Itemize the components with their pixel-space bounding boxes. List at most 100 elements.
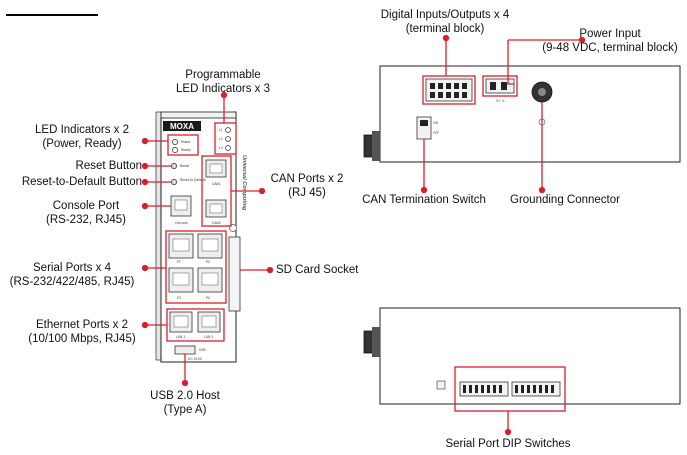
moxa-logo [163,121,201,131]
top-leader-lines [420,34,586,194]
serial-port-p1[interactable] [168,233,194,259]
reset-button[interactable] [171,163,177,169]
label-reset-default: Reset-to-Default Button [2,175,142,189]
front-left-rail [155,111,162,361]
label-power-input-line1: Power Input [579,28,641,40]
label-led-indicators: LED Indicators x 2 (Power, Ready) [22,123,142,151]
serial-port-p4[interactable] [197,267,223,293]
din-clip-bottom-bar [372,327,380,357]
label-can-termination-line1: CAN Termination Switch [362,194,486,206]
front-leader-lines [141,91,274,387]
label-console-port-line2: (RS-232, RJ45) [46,214,126,226]
label-programmable-leds-line1: Programmable [185,69,261,81]
bottom-view [363,307,681,412]
label-digital-io: Digital Inputs/Outputs x 4 (terminal blo… [370,8,520,36]
programmable-led-1 [225,127,231,133]
label-digital-io-line2: (terminal block) [405,23,485,35]
p4-label: P4 [206,296,210,300]
usb-label: USB [199,348,206,352]
label-programmable-leds-line2: LED Indicators x 3 [176,83,270,95]
reset-default-label: Reset to Default [180,178,207,182]
ethernet-port-lan2[interactable] [197,311,221,333]
label-dip-switches-line1: Serial Port DIP Switches [445,438,571,450]
can-port-1[interactable] [205,159,227,178]
can1-label: CAN1 [212,182,221,186]
ready-led [172,147,178,153]
model-label: UC-5100 [188,357,202,361]
p1-label: P1 [177,260,181,264]
label-led-indicators-line2: (Power, Ready) [42,138,122,150]
top-view: V+ V- ON OFF [363,65,681,163]
label-console-port: Console Port (RS-232, RJ45) [30,199,142,227]
l3-label: L3 [219,146,223,150]
ready-led-label: Ready [181,148,191,152]
reset-label: Reset [180,164,190,168]
dip-switch-levers [463,385,554,393]
label-reset-button-line1: Reset Button [75,160,142,172]
top-body [379,65,681,163]
label-serial-ports: Serial Ports x 4 (RS-232/422/485, RJ45) [2,261,142,289]
label-can-ports: CAN Ports x 2 (RJ 45) [262,172,352,200]
serial-port-p3[interactable] [168,267,194,293]
label-usb-host-line1: USB 2.0 Host [150,390,220,402]
highlight-power-input [482,75,518,97]
power-led-label: Power [181,140,191,144]
usb-port[interactable] [174,345,196,355]
label-ethernet-ports-line2: (10/100 Mbps, RJ45) [28,333,136,345]
heading-underline [6,14,98,16]
label-serial-ports-line1: Serial Ports x 4 [33,262,111,274]
p3-label: P3 [177,296,181,300]
label-console-port-line1: Console Port [52,200,120,212]
highlight-led-indicators [167,134,199,156]
label-reset-default-line1: Reset-to-Default Button [21,176,142,188]
bottom-leader-lines [504,411,512,436]
label-digital-io-line1: Digital Inputs/Outputs x 4 [380,9,510,21]
serial-port-p2[interactable] [197,233,223,259]
term-off-label: OFF [433,131,439,135]
label-power-input: Power Input (9-48 VDC, terminal block) [535,27,685,55]
dip-label-block [436,380,446,390]
reset-default-button[interactable] [171,179,177,185]
label-power-input-line2: (9-48 VDC, terminal block) [542,42,678,54]
ethernet-port-lan1[interactable] [169,311,193,333]
term-on-label: ON [433,121,439,125]
moxa-logo-text: MOXA [170,122,194,131]
lan1-label: LAN 1 [176,335,185,339]
din-clip-top-bar [372,131,380,161]
label-can-ports-line2: (RJ 45) [288,187,326,199]
highlight-dip-switches [454,366,566,412]
p2-label: P2 [206,260,210,264]
label-serial-ports-line2: (RS-232/422/485, RJ45) [9,276,135,288]
programmable-led-2 [225,136,231,142]
label-ethernet-ports-line1: Ethernet Ports x 2 [35,319,129,331]
highlight-programmable-leds [214,122,237,155]
lan2-label: LAN 2 [204,335,213,339]
side-brand-text: Universal Computing [241,155,247,211]
label-sd-card-line1: SD Card Socket [276,264,359,276]
label-usb-host: USB 2.0 Host (Type A) [135,389,235,417]
power-terminal-label: V+ V- [496,99,505,103]
highlight-dio [422,75,476,105]
label-ethernet-ports: Ethernet Ports x 2 (10/100 Mbps, RJ45) [22,318,142,346]
console-port[interactable] [170,195,192,217]
label-reset-button: Reset Button [46,159,142,173]
label-can-termination: CAN Termination Switch [359,193,489,207]
power-led [172,139,178,145]
label-grounding-line1: Grounding Connector [510,194,620,206]
dio-terminal-block[interactable] [425,78,473,102]
label-dip-switches: Serial Port DIP Switches [433,437,583,451]
power-input-terminal[interactable] [485,78,515,94]
front-view: MOXA Power Ready L1 L2 L3 Reset Reset to… [155,111,247,363]
label-programmable-leds: Programmable LED Indicators x 3 [168,68,278,96]
console-label: Console [175,221,188,225]
can-port-2[interactable] [205,199,227,218]
label-usb-host-line2: (Type A) [163,404,207,416]
sd-card-slot[interactable] [228,236,241,312]
label-sd-card: SD Card Socket [276,263,376,277]
highlight-serial-ports [165,230,227,304]
l2-label: L2 [219,137,223,141]
programmable-led-3 [225,145,231,151]
can-termination-switch[interactable] [416,116,432,140]
label-can-ports-line1: CAN Ports x 2 [270,173,344,185]
